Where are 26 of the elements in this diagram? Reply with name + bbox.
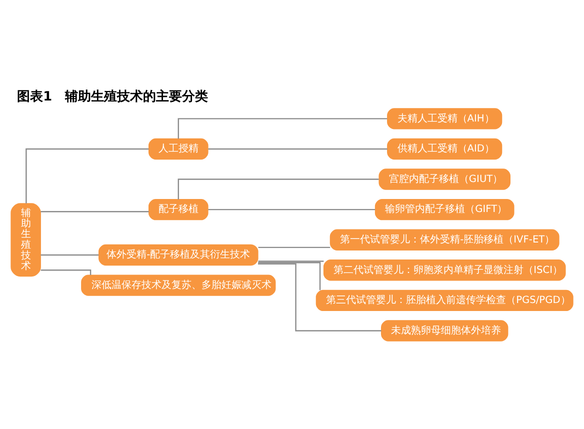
- connector: [258, 262, 321, 290]
- connector: [258, 246, 330, 248]
- node-box: 第三代试管婴儿：胚胎植入前遗传学检查（PGS/PGD）: [316, 290, 574, 312]
- node-box: 辅助生殖技术: [10, 203, 41, 277]
- node-box: 输卵管内配子移植（GIFT）: [374, 198, 514, 220]
- connector: [258, 260, 324, 262]
- node-box: 供精人工受精（AID）: [387, 138, 502, 160]
- diagram-title: 图表1 辅助生殖技术的主要分类: [17, 90, 208, 105]
- node-box: 深低温保存技术及复苏、多胎妊娠减灭术: [81, 274, 276, 296]
- connector: [258, 263, 382, 332]
- node-box: 宫腔内配子移植（GIUT）: [378, 168, 510, 190]
- connector: [208, 208, 376, 210]
- connector: [208, 148, 388, 150]
- connector: [40, 254, 99, 256]
- node-box: 未成熟卵母细胞体外培养: [380, 320, 508, 342]
- connector: [40, 270, 92, 275]
- node-box: 配子移植: [148, 198, 208, 220]
- node-box: 夫精人工受精（AIH）: [387, 108, 502, 130]
- connector: [40, 211, 149, 212]
- connector: [178, 118, 388, 139]
- node-box: 人工授精: [148, 138, 208, 160]
- node-box: 第二代试管婴儿：卵胞浆内单精子显微注射（ISCI）: [323, 260, 566, 281]
- connector: [178, 178, 379, 200]
- node-box: 第一代试管婴儿：体外受精-胚胎移植（IVF-ET）: [330, 229, 560, 250]
- connector: [26, 148, 149, 204]
- node-box: 体外受精-配子移植及其衍生技术: [98, 244, 258, 266]
